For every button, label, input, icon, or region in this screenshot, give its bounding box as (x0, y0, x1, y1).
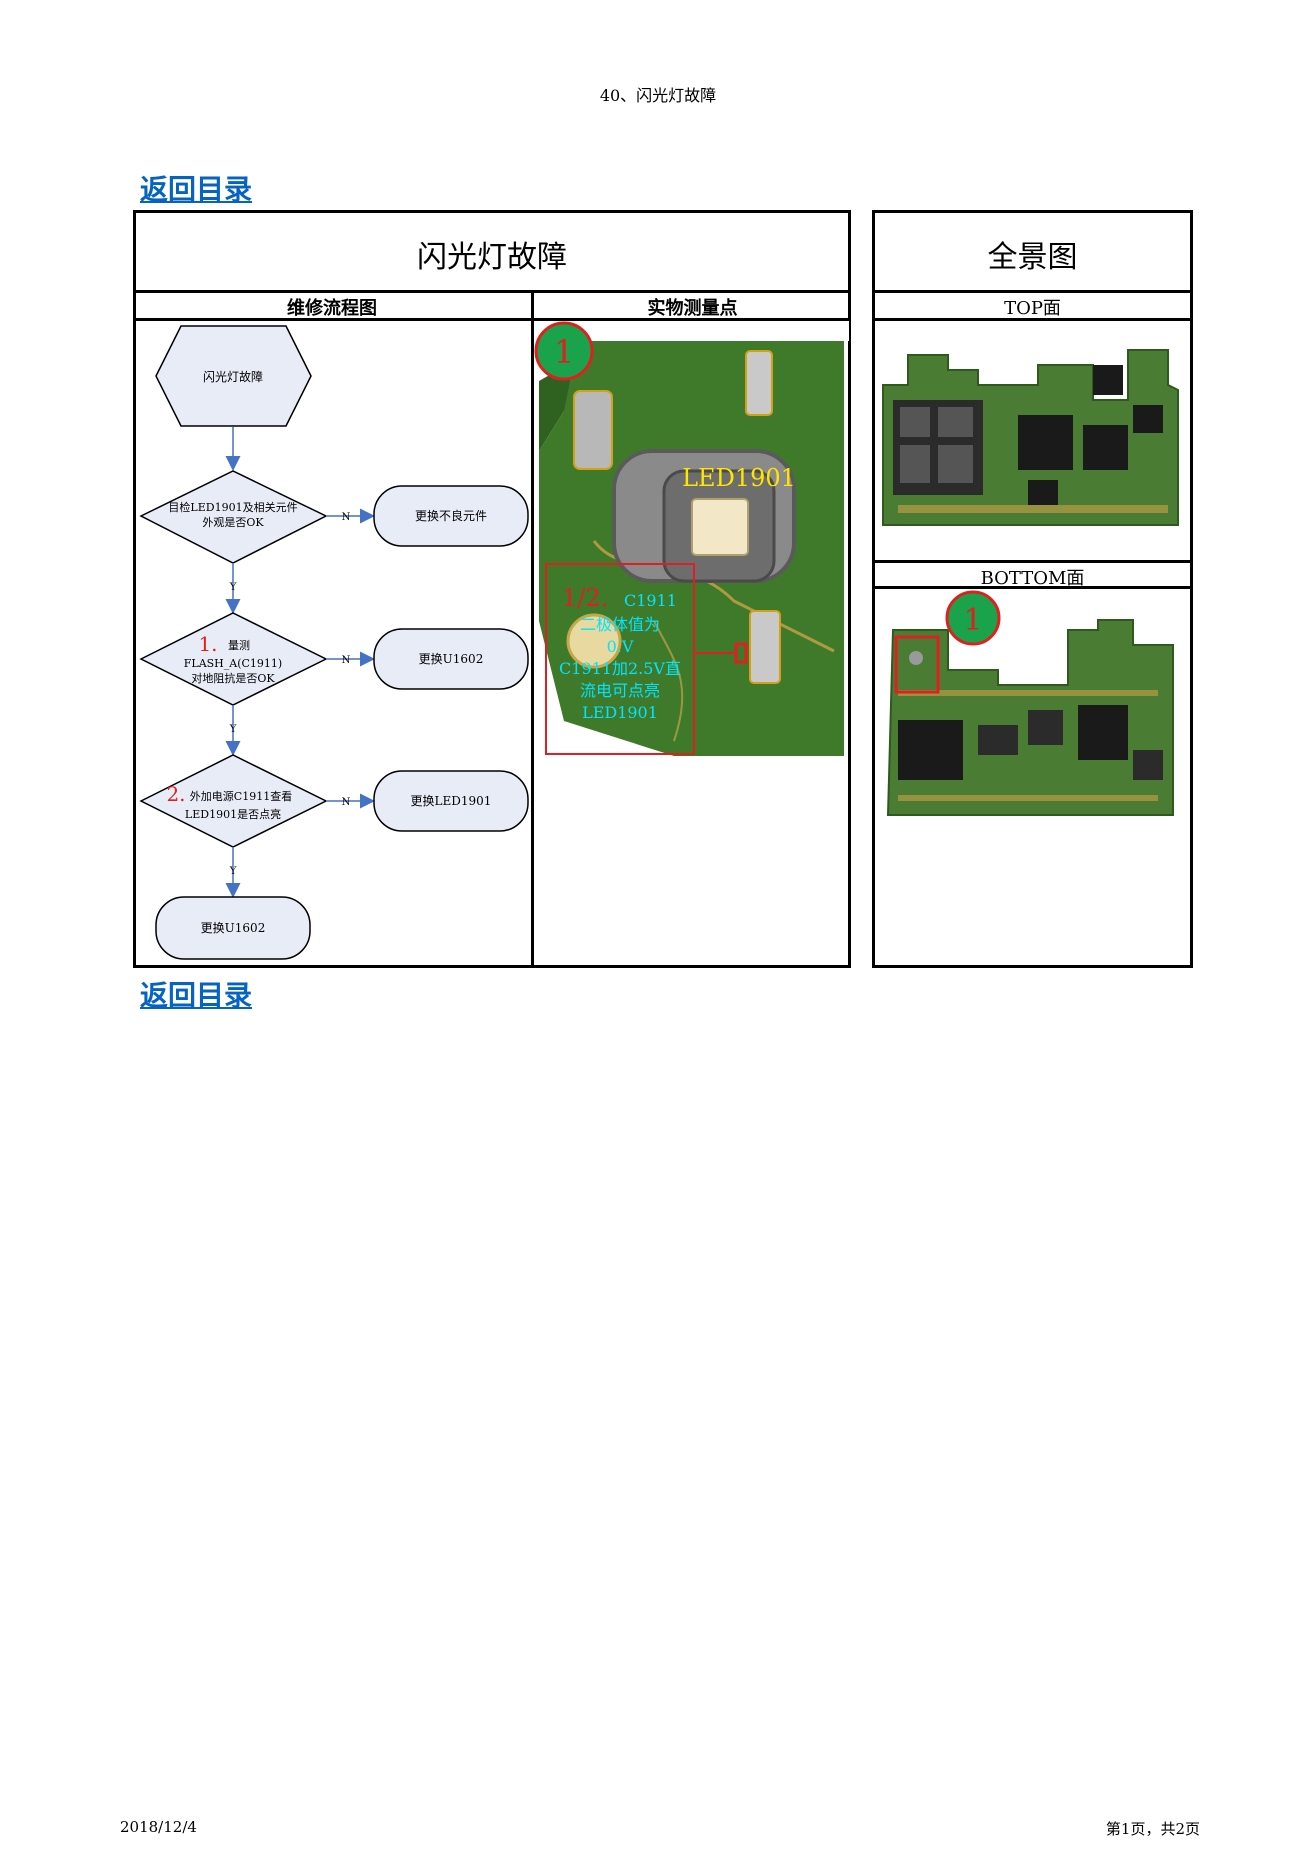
location-badge-number: 1 (963, 603, 982, 638)
repair-flowchart: 闪光灯故障 目检LED1901及相关元件 外观是否OK N 更换不良元件 Y 1… (136, 321, 531, 966)
page-header: 40、闪光灯故障 (0, 82, 1316, 106)
yes-label: Y (229, 582, 237, 593)
note-line-1: C1911 (624, 591, 677, 610)
note-step-number: 1/2. (562, 584, 608, 612)
main-table-divider (133, 290, 851, 293)
yes-label: Y (229, 866, 237, 877)
start-node-label: 闪光灯故障 (203, 369, 263, 384)
board-top-view (878, 345, 1188, 530)
note-line-3: 0.V (607, 637, 634, 656)
note-line-5: 流电可点亮 (580, 681, 660, 700)
decision-3-line-2: LED1901是否点亮 (185, 807, 281, 821)
gold-contact-1 (574, 391, 612, 469)
footer-date: 2018/12/4 (120, 1818, 197, 1836)
note-line-6: LED1901 (582, 703, 658, 722)
measurement-photo: LED1901 1/2. C1911 二极体值为 0.V C1911加2.5V直… (534, 321, 849, 756)
led1901-lens (692, 499, 748, 555)
led1901-label: LED1901 (682, 464, 796, 492)
side-table-title: 全景图 (872, 232, 1193, 276)
result-2-label: 更换U1602 (419, 652, 484, 666)
bottom-side-label: BOTTOM面 (872, 564, 1193, 590)
end-node-label: 更换U1602 (201, 921, 266, 935)
memory-chip (898, 720, 963, 780)
soc-chip (1018, 415, 1073, 470)
step-badge-number: 1 (554, 333, 574, 371)
decision-2-line-1: 量测 (228, 639, 250, 652)
gold-contact-3 (750, 611, 780, 683)
note-line-2: 二极体值为 (580, 615, 660, 634)
yes-label: Y (229, 724, 237, 735)
back-to-contents-link[interactable]: 返回目录 (140, 974, 252, 1014)
decision-2-line-3: 对地阻抗是否OK (191, 671, 275, 685)
board-bottom-view: 1 (878, 590, 1188, 830)
main-table-title: 闪光灯故障 (133, 232, 851, 276)
no-label: N (342, 512, 351, 523)
footer-page-number: 第1页，共2页 (1000, 1818, 1200, 1839)
column-header-measurement: 实物测量点 (534, 294, 851, 320)
decision-1-line-2: 外观是否OK (202, 516, 264, 529)
back-to-contents-link[interactable]: 返回目录 (140, 168, 252, 208)
decision-3-line-1: 外加电源C1911查看 (190, 789, 292, 803)
step-1-number: 1. (198, 632, 217, 656)
gold-contact-2 (746, 351, 772, 415)
top-side-label: TOP面 (872, 294, 1193, 320)
no-label: N (342, 797, 351, 808)
side-table-divider (872, 560, 1193, 563)
decision-2-line-2: FLASH_A(C1911) (184, 657, 282, 670)
result-3-label: 更换LED1901 (411, 794, 492, 808)
decision-1-line-1: 目检LED1901及相关元件 (168, 500, 297, 514)
no-label: N (342, 655, 351, 666)
note-line-4: C1911加2.5V直 (559, 659, 681, 678)
step-2-number: 2. (166, 782, 185, 806)
result-1-label: 更换不良元件 (415, 508, 487, 523)
column-header-flowchart: 维修流程图 (133, 294, 531, 320)
side-table-divider (872, 290, 1193, 293)
